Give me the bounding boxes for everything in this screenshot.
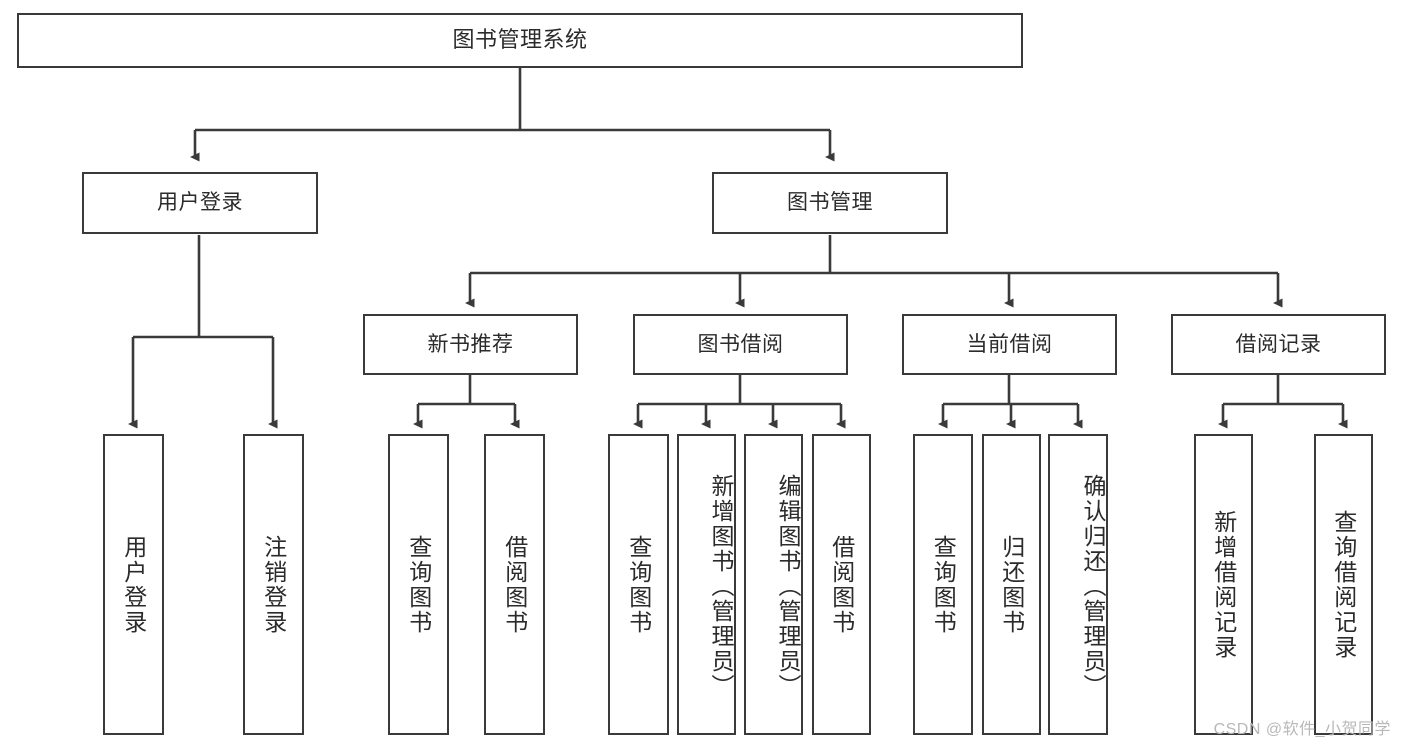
node-label: 编辑图书（管理员）	[775, 474, 801, 699]
leaf-current-query-book[interactable]: 查询图书	[913, 434, 973, 735]
node-book-management[interactable]: 图书管理	[712, 172, 948, 234]
leaf-user-login-login[interactable]: 用户登录	[103, 434, 164, 735]
leaf-borrow-edit-book-admin[interactable]: 编辑图书（管理员）	[744, 434, 803, 735]
node-label: 用户登录	[157, 191, 243, 215]
leaf-record-query-record[interactable]: 查询借阅记录	[1314, 434, 1373, 735]
node-label: 图书管理	[787, 191, 873, 215]
node-label: 查询图书	[930, 534, 957, 635]
node-book-management-system[interactable]: 图书管理系统	[17, 13, 1023, 68]
leaf-borrow-add-book-admin[interactable]: 新增图书（管理员）	[677, 434, 736, 735]
leaf-borrow-borrow-book[interactable]: 借阅图书	[812, 434, 871, 735]
leaf-record-add-record[interactable]: 新增借阅记录	[1194, 434, 1253, 735]
node-book-borrow[interactable]: 图书借阅	[633, 314, 848, 375]
node-label: 查询图书	[625, 534, 652, 635]
node-label: 当前借阅	[966, 332, 1053, 356]
node-borrow-record[interactable]: 借阅记录	[1171, 314, 1386, 375]
leaf-recommend-query-book[interactable]: 查询图书	[388, 434, 449, 735]
node-label: 查询图书	[405, 534, 432, 635]
leaf-borrow-query-book[interactable]: 查询图书	[608, 434, 669, 735]
leaf-current-return-book[interactable]: 归还图书	[982, 434, 1041, 735]
leaf-user-login-logout[interactable]: 注销登录	[243, 434, 304, 735]
leaf-recommend-borrow-book[interactable]: 借阅图书	[484, 434, 545, 735]
node-new-book-recommend[interactable]: 新书推荐	[363, 314, 578, 375]
node-label: 借阅记录	[1235, 332, 1322, 356]
node-label: 借阅图书	[501, 534, 528, 635]
node-label: 查询借阅记录	[1330, 509, 1357, 660]
node-label: 确认归还（管理员）	[1080, 474, 1106, 699]
node-label: 新增图书（管理员）	[708, 474, 734, 699]
leaf-current-confirm-return-admin[interactable]: 确认归还（管理员）	[1048, 434, 1108, 735]
node-user-login[interactable]: 用户登录	[82, 172, 318, 234]
node-label: 注销登录	[260, 534, 287, 635]
node-label: 新增借阅记录	[1210, 509, 1237, 660]
node-current-borrow[interactable]: 当前借阅	[902, 314, 1117, 375]
csdn-watermark: CSDN @软件_小贺同学	[1213, 721, 1391, 738]
node-label: 借阅图书	[828, 534, 855, 635]
node-label: 用户登录	[120, 534, 147, 635]
node-label: 图书管理系统	[452, 27, 588, 53]
node-label: 图书借阅	[697, 332, 784, 356]
node-label: 新书推荐	[427, 332, 514, 356]
node-label: 归还图书	[998, 534, 1025, 635]
